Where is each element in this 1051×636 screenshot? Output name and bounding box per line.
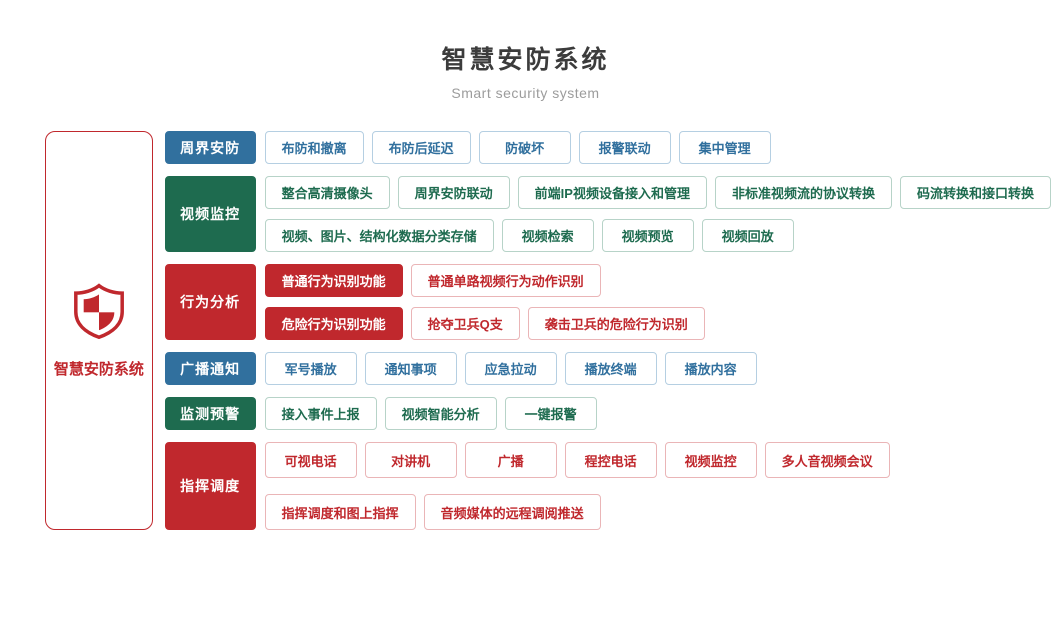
feature-chip: 音频媒体的远程调阅推送 xyxy=(423,494,601,530)
section-tab: 行为分析 xyxy=(164,264,256,340)
feature-chip: 布防后延迟 xyxy=(371,131,471,164)
page-title: 智慧安防系统 xyxy=(441,46,610,74)
section-command-dispatch: 指挥调度 可视电话 对讲机 广播 程控电话 视频监控 多人音视频会议 指挥调度和… xyxy=(164,442,1051,530)
feature-chip: 视频检索 xyxy=(501,219,594,252)
feature-chip: 播放终端 xyxy=(564,352,657,385)
feature-chip: 集中管理 xyxy=(678,131,771,164)
feature-chip: 指挥调度和图上指挥 xyxy=(264,494,416,530)
feature-chip-filled: 普通行为识别功能 xyxy=(264,264,403,297)
section-tab: 广播通知 xyxy=(164,352,256,385)
feature-chip: 码流转换和接口转换 xyxy=(899,176,1051,209)
feature-chip: 袭击卫兵的危险行为识别 xyxy=(527,307,705,340)
feature-chip: 接入事件上报 xyxy=(264,397,377,430)
diagram-header: 智慧安防系统 Smart security system xyxy=(0,0,1051,101)
feature-chip: 视频预览 xyxy=(601,219,694,252)
feature-chip: 视频智能分析 xyxy=(384,397,497,430)
feature-chip: 前端IP视频设备接入和管理 xyxy=(517,176,707,209)
feature-chip: 多人音视频会议 xyxy=(764,442,890,478)
feature-chip: 对讲机 xyxy=(364,442,457,478)
section-tab: 指挥调度 xyxy=(164,442,256,530)
feature-chip: 报警联动 xyxy=(578,131,671,164)
shield-icon xyxy=(71,282,127,344)
feature-chip: 布防和撤离 xyxy=(264,131,364,164)
feature-chip: 应急拉动 xyxy=(464,352,557,385)
section-perimeter-security: 周界安防 布防和撤离 布防后延迟 防破坏 报警联动 集中管理 xyxy=(164,131,1051,164)
feature-chip-filled: 危险行为识别功能 xyxy=(264,307,403,340)
diagram-body: 智慧安防系统 周界安防 布防和撤离 布防后延迟 防破坏 报警联动 集中管理 xyxy=(45,131,1051,530)
feature-chip: 通知事项 xyxy=(364,352,457,385)
feature-chip: 一键报警 xyxy=(504,397,597,430)
section-tab: 监测预警 xyxy=(164,397,256,430)
feature-chip: 军号播放 xyxy=(264,352,357,385)
page-subtitle: Smart security system xyxy=(451,85,600,101)
feature-chip: 非标准视频流的协议转换 xyxy=(714,176,892,209)
feature-chip: 程控电话 xyxy=(564,442,657,478)
section-behavior-analysis: 行为分析 普通行为识别功能 普通单路视频行为动作识别 危险行为识别功能 抢夺卫兵… xyxy=(164,264,1051,340)
feature-chip: 抢夺卫兵Q支 xyxy=(410,307,520,340)
section-tab: 视频监控 xyxy=(164,176,256,252)
section-video-surveillance: 视频监控 整合高清摄像头 周界安防联动 前端IP视频设备接入和管理 非标准视频流… xyxy=(164,176,1051,252)
sections-column: 周界安防 布防和撤离 布防后延迟 防破坏 报警联动 集中管理 视频监控 整合 xyxy=(164,131,1051,530)
feature-chip: 视频、图片、结构化数据分类存储 xyxy=(264,219,494,252)
system-root-panel: 智慧安防系统 xyxy=(45,131,153,530)
feature-chip: 整合高清摄像头 xyxy=(264,176,390,209)
section-tab: 周界安防 xyxy=(164,131,256,164)
feature-chip: 视频回放 xyxy=(701,219,794,252)
system-root-label: 智慧安防系统 xyxy=(53,360,144,378)
feature-chip: 视频监控 xyxy=(664,442,757,478)
section-broadcast-notice: 广播通知 军号播放 通知事项 应急拉动 播放终端 播放内容 xyxy=(164,352,1051,385)
feature-chip: 可视电话 xyxy=(264,442,357,478)
feature-chip: 防破坏 xyxy=(478,131,571,164)
feature-chip: 周界安防联动 xyxy=(397,176,510,209)
feature-chip: 广播 xyxy=(464,442,557,478)
section-monitoring-alert: 监测预警 接入事件上报 视频智能分析 一键报警 xyxy=(164,397,1051,430)
feature-chip: 普通单路视频行为动作识别 xyxy=(410,264,601,297)
feature-chip: 播放内容 xyxy=(664,352,757,385)
